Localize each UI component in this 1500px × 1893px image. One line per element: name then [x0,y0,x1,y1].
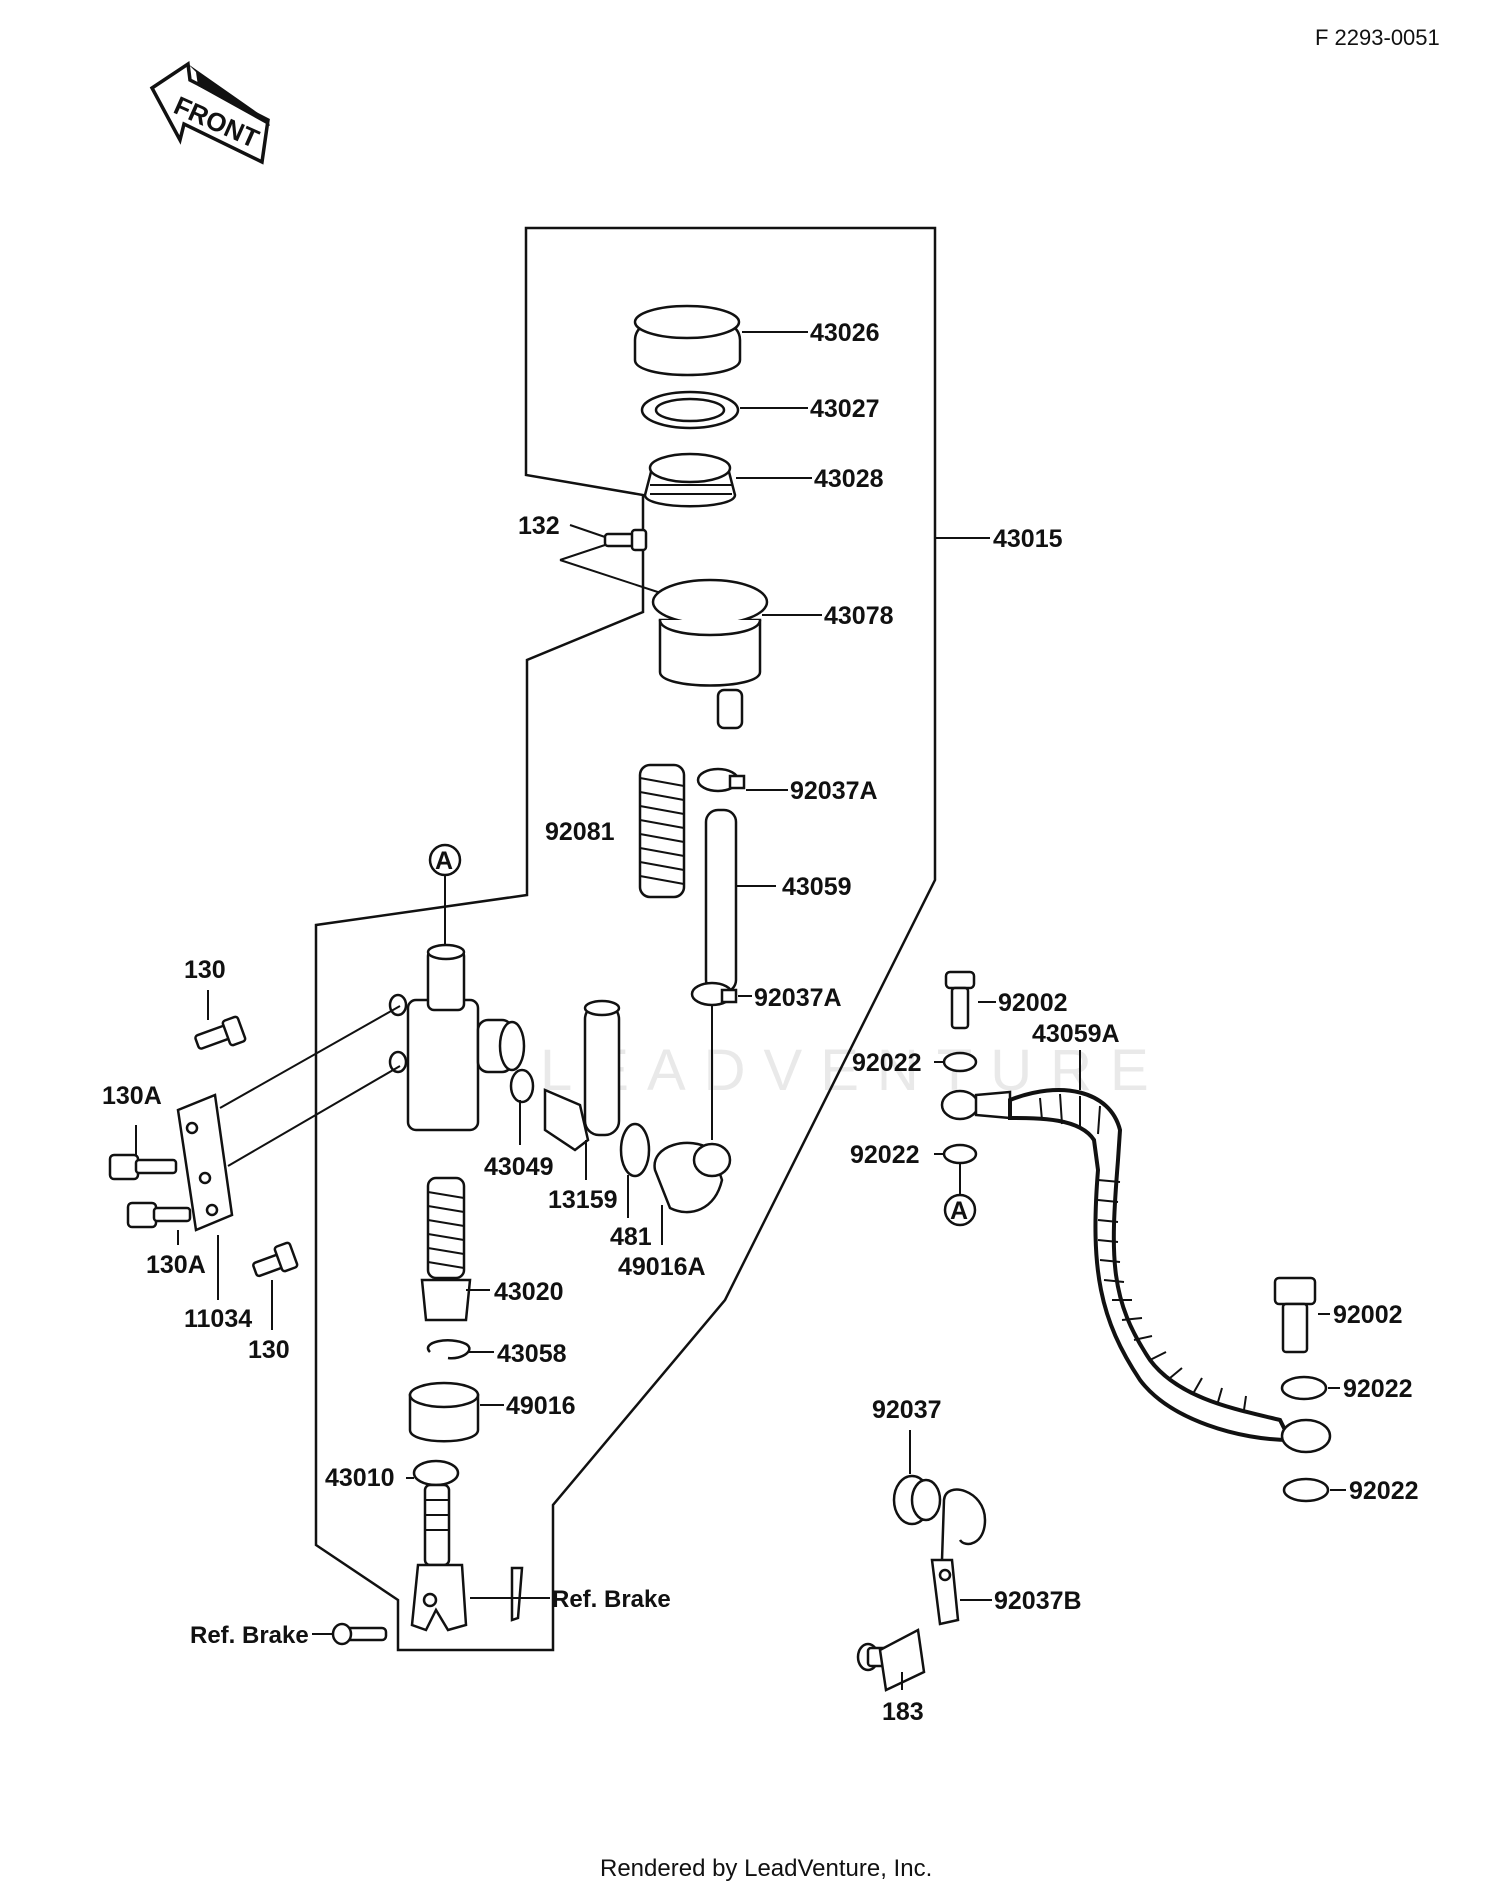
label-183: 183 [882,1698,924,1726]
bolt-130a-bottom-part [126,1201,192,1229]
spring-part [638,763,686,899]
assembly-outline [314,226,937,1652]
circlip-43058-part [426,1339,471,1360]
label-ref-brake-right: Ref. Brake [552,1586,671,1613]
label-481: 481 [610,1223,652,1251]
callout-a-top [428,843,462,877]
oring-43049-part [509,1068,535,1104]
washer-92022-2-part [942,1143,978,1165]
elbow-49016a-part [653,1141,732,1214]
callout-a-bottom [943,1193,977,1227]
label-92022-2: 92022 [850,1141,920,1169]
boot-49016-part [408,1381,480,1443]
clevis-pin-part [331,1622,388,1646]
leader-bracket-upper [219,1005,401,1109]
label-92022-1: 92022 [852,1049,922,1077]
label-130a-bottom: 130A [146,1251,206,1279]
label-43059a: 43059A [1032,1020,1120,1048]
leader-132-to-reservoir [559,559,671,597]
label-130-top: 130 [184,956,226,984]
label-49016a: 49016A [618,1253,706,1281]
diaphragm-plate-inner [654,397,726,423]
label-43026: 43026 [810,319,880,347]
washer-92022-1-part [942,1051,978,1073]
label-43028: 43028 [814,465,884,493]
label-43058: 43058 [497,1340,567,1368]
push-rod-43010-part [410,1459,468,1632]
label-43049: 43049 [484,1153,554,1181]
brake-hose-43059a-part [940,1088,1332,1454]
label-49016: 49016 [506,1392,576,1420]
diagram-code: F 2293-0051 [1315,25,1440,50]
front-arrow-icon: FRONT [149,60,270,165]
piston-spring-43020-part [420,1176,472,1322]
callout-a-bottom-label: A [950,1197,968,1225]
clamp-bottom-part [690,981,738,1007]
clamp-92037b-part [930,1488,987,1626]
fitting-13159-part [543,999,621,1152]
label-92037a-top: 92037A [790,777,878,805]
label-43010: 43010 [325,1464,395,1492]
master-cylinder-body-part [388,943,526,1132]
washer-92022-3-part [1280,1375,1328,1401]
label-130-bottom: 130 [248,1336,290,1364]
screw-132-part [603,528,648,552]
hose-part [704,808,738,994]
label-92037b: 92037B [994,1587,1082,1615]
label-92002-top: 92002 [998,989,1068,1017]
banjo-bolt-bottom-part [1273,1276,1317,1354]
bolt-130a-top-part [108,1153,178,1181]
leader-132-to-screw [559,544,606,561]
washer-92022-4-part [1282,1477,1330,1503]
grommet-92037-part [892,1474,942,1526]
reservoir-cap-part [633,304,742,377]
diaphragm-part [643,452,737,508]
label-43015: 43015 [993,525,1063,553]
label-92081: 92081 [545,818,615,846]
label-43027: 43027 [810,395,880,423]
leader-132 [569,524,606,538]
bolt-130-top-part [194,1015,247,1050]
leader-bracket-lower [227,1065,401,1167]
label-43078: 43078 [824,602,894,630]
label-11034: 11034 [184,1305,252,1333]
label-92037: 92037 [872,1396,942,1424]
bolt-130-bottom-part [252,1241,299,1278]
banjo-bolt-top-part [944,970,976,1030]
label-43020: 43020 [494,1278,564,1306]
label-92022-3: 92022 [1343,1375,1413,1403]
reservoir-part [651,578,769,730]
label-92037a-bottom: 92037A [754,984,842,1012]
screw-183-part [856,1628,926,1692]
label-13159: 13159 [548,1186,618,1214]
label-130a-top: 130A [102,1082,162,1110]
callout-a-top-label: A [435,847,453,875]
oring-481-part [619,1122,651,1178]
label-132: 132 [518,512,560,540]
cotter-pin-part [510,1566,524,1622]
label-92022-4: 92022 [1349,1477,1419,1505]
bracket-11034-part [176,1093,234,1232]
footer-credit: Rendered by LeadVenture, Inc. [600,1855,932,1882]
label-92002-bottom: 92002 [1333,1301,1403,1329]
label-43059: 43059 [782,873,852,901]
clamp-top-part [696,767,746,793]
label-ref-brake-left: Ref. Brake [190,1622,309,1649]
